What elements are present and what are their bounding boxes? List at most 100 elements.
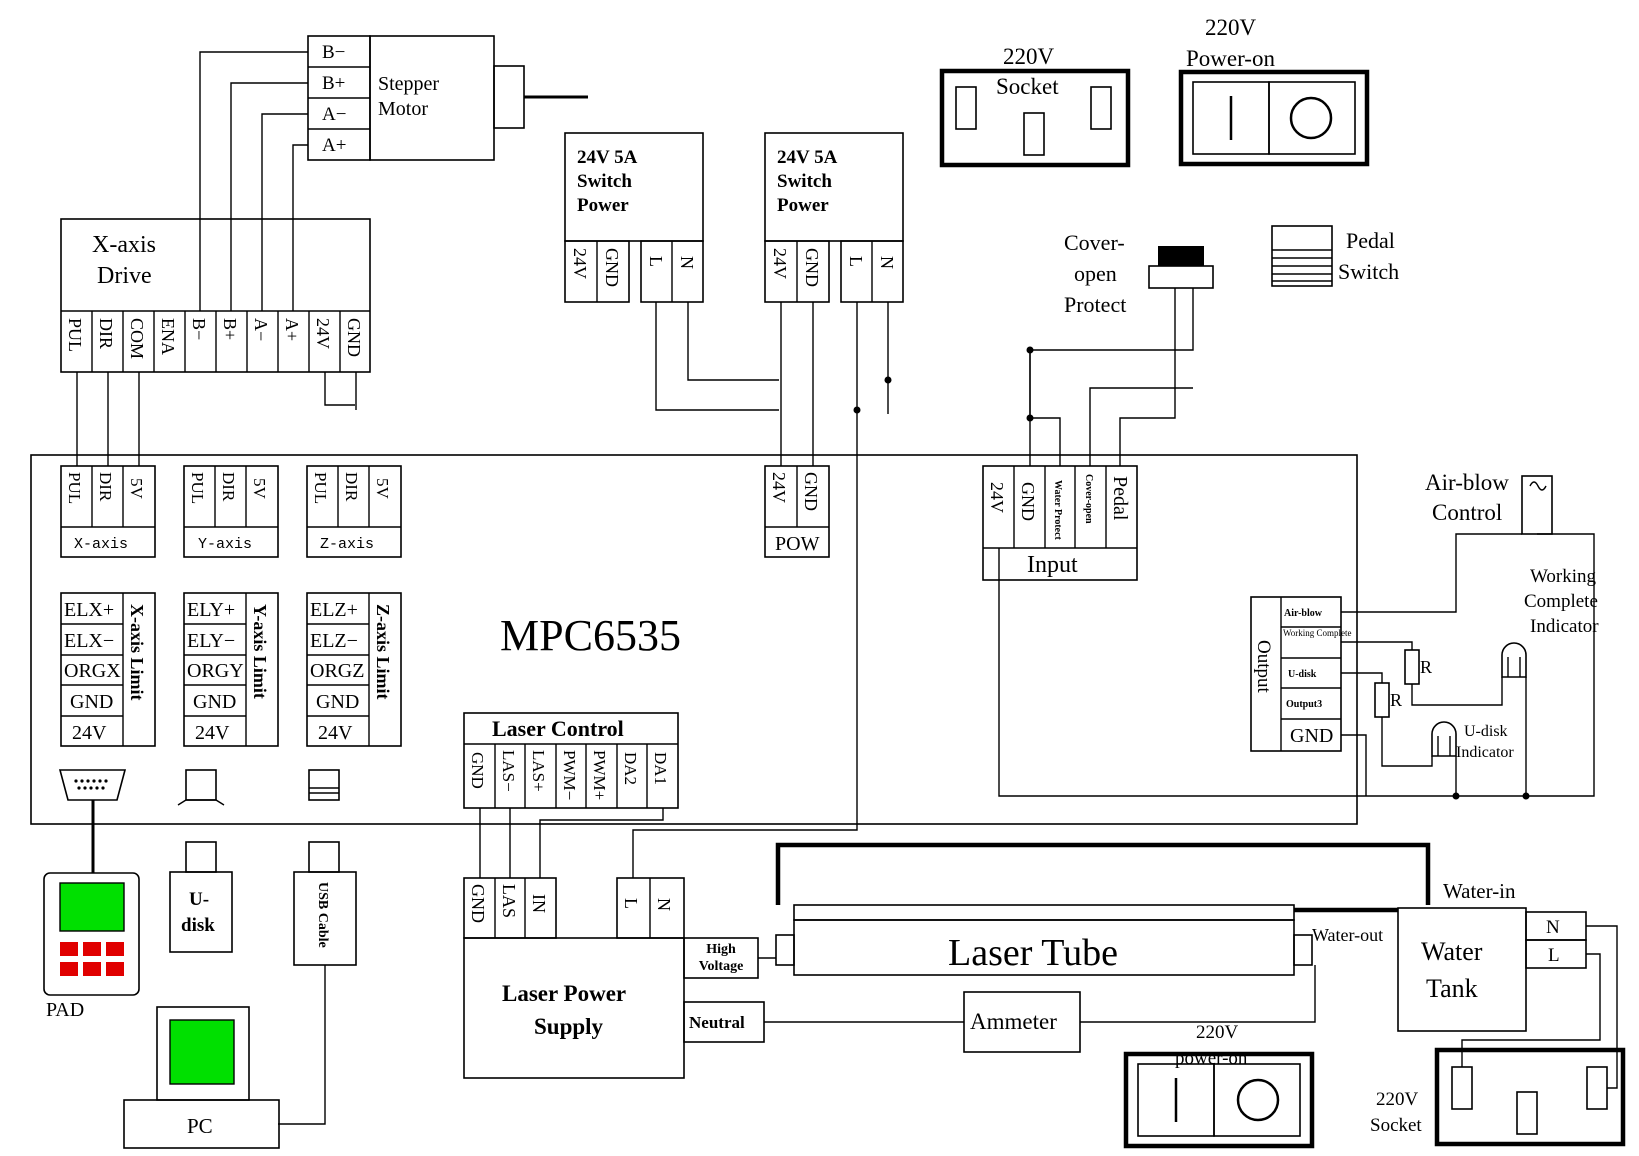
psu1-pin-n: N [677,256,697,269]
stepper-pin-b-plus: B+ [322,73,345,94]
x-limit-pin-gnd: GND [70,691,113,713]
resistor-label-1: R [1420,657,1432,677]
power-switch-top: 220V Power-on [1178,15,1370,167]
cover-label-2: open [1074,261,1117,286]
xdrive-pin-ena: ENA [158,318,178,355]
pedal-label-2: Switch [1338,259,1399,284]
controller-mpc6535: MPC6535 PUL DIR 5V X-axis PUL DIR 5V Y-a… [30,454,1358,825]
pow-pin-gnd: GND [801,472,821,511]
input-pin-pedal: Pedal [1109,476,1131,521]
u-disk-device: U- disk [169,841,233,953]
output-pin-working-complete: Working Complete [1283,628,1352,638]
output-pin-u-disk: U-disk [1288,669,1317,680]
xdrive-pin-pul: PUL [65,318,85,352]
psu2-label-2: Switch [777,171,832,192]
x-axis-pin-dir: DIR [96,472,115,502]
power-on-top-label-1: 220V [1205,15,1257,40]
input-pin-water-protect: Water Protect [1052,480,1063,541]
laser-power-supply: GND LAS IN L N Laser Power Supply High V… [463,877,765,1079]
pow-pin-24v: 24V [769,472,789,503]
xdrive-pin-b-minus: B− [189,318,209,340]
xdrive-label-2: Drive [97,263,152,289]
z-limit-pin-gnd: GND [316,691,359,713]
air-blow-control: Air-blow Control [1425,470,1553,535]
xdrive-pin-24v: 24V [313,318,333,349]
laser-control-pin-las-minus: LAS− [499,750,518,792]
usb-cable-label: USB Cable [315,882,330,948]
working-label-2: Complete [1524,591,1598,612]
lps-neutral-label: Neutral [689,1013,745,1032]
psu2-pin-n: N [877,256,897,269]
u-disk-indicator: U-disk Indicator [1431,721,1514,761]
laser-control-pin-da1: DA1 [651,752,670,785]
power-on-bottom-label-2: power-on [1175,1048,1248,1069]
z-limit-pin-orgz: ORGZ [310,660,364,682]
udisk-label-1: U- [189,889,209,910]
y-axis-pin-5v: 5V [250,478,269,500]
xdrive-pin-gnd: GND [344,318,364,357]
switch-power-2: 24V 5A Switch Power 24V GND L N [764,132,904,303]
lps-label-2: Supply [534,1014,604,1039]
x-limit-pin-24v: 24V [72,722,107,744]
xdrive-pin-b-plus: B+ [220,318,240,340]
wires-stepper-drive [199,51,308,311]
xdrive-pin-a-minus: A− [251,318,271,341]
laser-control-pin-pwm-minus: PWM− [560,750,579,800]
laser-control-pin-las-plus: LAS+ [529,750,548,792]
psu1-pin-gnd: GND [602,248,622,287]
y-limit-pin-ely-plus: ELY+ [187,599,235,621]
laser-control-label: Laser Control [492,716,624,741]
z-limit-pin-elz-minus: ELZ− [310,630,358,652]
power-on-top-label-2: Power-on [1186,46,1275,71]
water-out-label: Water-out [1312,925,1383,945]
output-pin-air-blow: Air-blow [1284,608,1323,619]
cover-label-1: Cover- [1064,230,1125,255]
psu1-pin-24v: 24V [570,248,590,279]
laser-tube: Laser Tube Water-out Water-in [758,842,1516,976]
water-tank-pin-n: N [1546,917,1560,938]
z-axis-pin-dir: DIR [342,472,361,502]
x-limit-label: X-axis Limit [127,604,147,701]
psu2-pin-24v: 24V [770,248,790,279]
laser-control-pin-pwm-plus: PWM+ [590,750,609,800]
xdrive-pin-com: COM [127,318,147,359]
z-axis-pin-pul: PUL [311,472,330,504]
socket-top-label-2: Socket [996,74,1059,99]
stepper-pin-a-plus: A+ [322,135,346,156]
working-label-1: Working [1530,566,1597,587]
z-limit-pin-elz-plus: ELZ+ [310,599,358,621]
output-pin-output3: Output3 [1286,699,1322,710]
working-label-3: Indicator [1530,616,1599,637]
udisk-label-2: disk [181,915,215,936]
z-axis-pin-5v: 5V [373,478,392,500]
y-limit-pin-gnd: GND [193,691,236,713]
pad-label: PAD [46,999,84,1021]
pow-label: POW [775,533,820,555]
stepper-pin-a-minus: A− [322,104,346,125]
x-limit-pin-elx-minus: ELX− [64,630,114,652]
working-complete-indicator: Working Complete Indicator [1501,566,1599,678]
water-tank: Water Tank N L [1397,907,1587,1032]
udisk-ind-label-2: Indicator [1456,744,1514,761]
input-pin-gnd: GND [1018,482,1038,521]
y-axis-pin-dir: DIR [219,472,238,502]
water-in-label: Water-in [1443,879,1516,903]
water-tank-label-2: Tank [1426,974,1478,1003]
socket-top: 220V Socket [939,44,1131,168]
psu2-pin-l: L [846,256,866,267]
usb-cable: USB Cable [278,841,357,1125]
y-limit-pin-orgy: ORGY [187,660,244,682]
stepper-label-2: Motor [378,98,428,120]
psu2-pin-gnd: GND [802,248,822,287]
input-pin-24v: 24V [987,482,1007,513]
y-limit-pin-24v: 24V [195,722,230,744]
socket-bottom-label-2: Socket [1370,1115,1422,1136]
controller-name: MPC6535 [500,611,681,660]
x-axis-label: X-axis [74,536,128,553]
y-axis-label: Y-axis [198,536,252,553]
ammeter-label: Ammeter [970,1009,1057,1034]
airblow-label-2: Control [1432,500,1502,525]
x-axis-pin-pul: PUL [65,472,84,504]
psu1-label-1: 24V 5A [577,147,638,168]
